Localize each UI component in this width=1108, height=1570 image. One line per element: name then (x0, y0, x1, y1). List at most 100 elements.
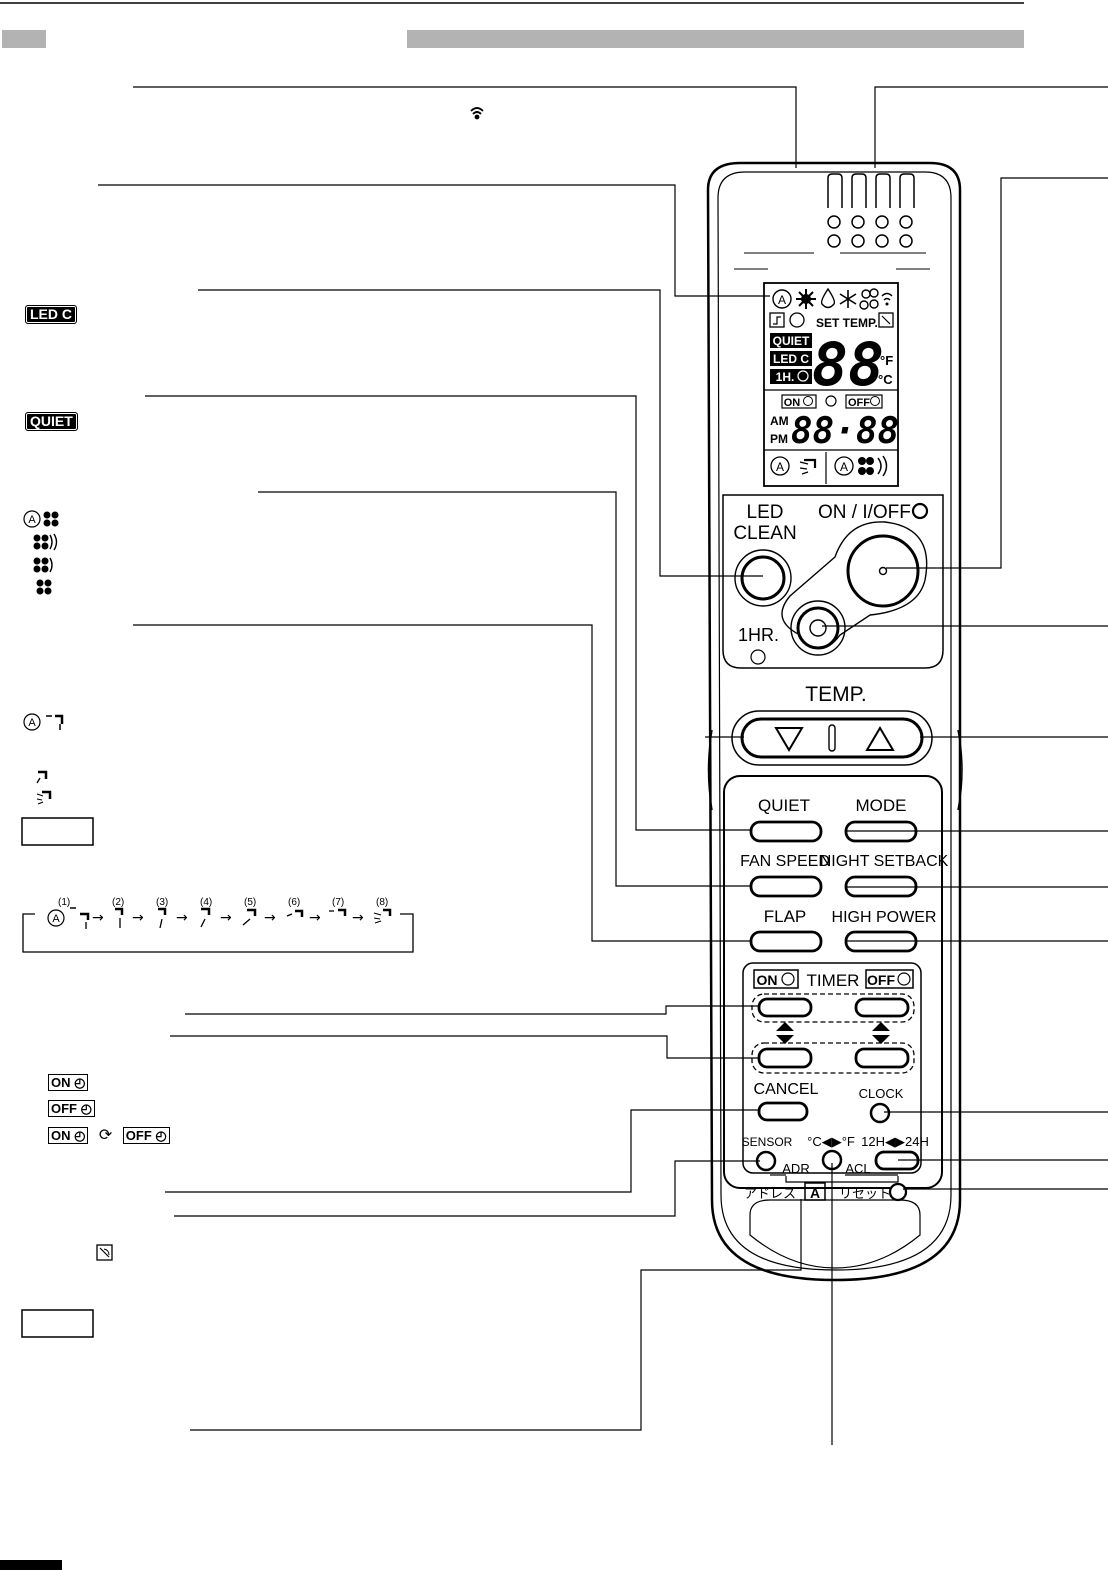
lcd-clock-digits: 88·88 (791, 411, 899, 452)
on-off-label: ON / I/OFF (818, 502, 911, 523)
svg-text:→: → (92, 910, 104, 926)
svg-text:→: → (176, 910, 188, 926)
note-box-2 (21, 1309, 94, 1338)
fan-speed-label: FAN SPEED (740, 853, 830, 870)
flap-seq-8: (8) (376, 897, 389, 908)
main-button-panel (723, 775, 943, 1189)
on-timer-up-arrow-icon (776, 1022, 794, 1031)
off-timer-legend-text-2: OFF (125, 1128, 152, 1143)
temp-label: TEMP. (805, 683, 866, 706)
address-switch[interactable] (804, 1182, 826, 1201)
off-timer-down-button[interactable] (854, 1047, 910, 1069)
lcd-flap-fan-icons: A A (770, 455, 888, 477)
temp-unit-label: °C◀▶°F (807, 1134, 855, 1149)
flap-seq-6: (6) (288, 897, 301, 908)
on-timer-up-button[interactable] (757, 997, 813, 1018)
section-marker (2, 30, 46, 48)
fan-speed-button[interactable] (749, 875, 823, 898)
on-off-button[interactable] (846, 534, 920, 608)
mode-label: MODE (856, 796, 907, 815)
lcd-display (763, 282, 899, 487)
signal-icon (470, 107, 484, 120)
header-bar (407, 30, 1024, 48)
lcd-quiet-badge-bg (770, 333, 812, 348)
one-hr-label: 1HR. (738, 625, 779, 645)
svg-text:A: A (28, 514, 36, 526)
lcd-pm: PM (770, 432, 788, 446)
lcd-on-timer: ON (784, 397, 801, 409)
flap-sequence-diagram: A →→→→ →→→ (22, 907, 414, 953)
one-hr-timer-button[interactable] (796, 606, 840, 650)
cancel-button[interactable] (757, 1101, 809, 1122)
off-timer-legend-text: OFF (51, 1101, 77, 1116)
lcd-unit-c: °C (878, 372, 893, 387)
on-timer-down-arrow-icon (776, 1035, 794, 1044)
off-timer-up-button[interactable] (854, 997, 910, 1018)
svg-text:A: A (840, 460, 848, 474)
led-clean-label-2: CLEAN (733, 523, 796, 544)
timer-on-label: ON (757, 972, 778, 988)
off-timer-legend: OFF ◴ (48, 1100, 95, 1118)
svg-text:A: A (776, 460, 784, 474)
flap-down-icon (36, 770, 48, 784)
page-number-bar (0, 1560, 62, 1570)
fan-speed-auto-icon: A (23, 510, 59, 528)
night-setback-label: NIGHT SETBACK (820, 853, 949, 870)
quiet-label: QUIET (758, 796, 810, 815)
off-timer-up-arrow-icon (872, 1022, 890, 1031)
led-c-badge: LED C (25, 305, 77, 324)
svg-text:→: → (132, 910, 144, 926)
ir-emitter (827, 173, 915, 248)
lcd-set-temp-label: SET TEMP. (816, 316, 878, 330)
timer-label: TIMER (807, 971, 860, 990)
clock-icon: ◴ (80, 1101, 92, 1116)
reset-jp-label: リセット (839, 1187, 891, 1202)
flap-button[interactable] (749, 930, 823, 953)
clock-button[interactable] (869, 1102, 891, 1124)
acl-label: ACL (845, 1161, 870, 1176)
led-clean-label-1: LED (747, 502, 784, 523)
lcd-cycle-timer-icon (825, 395, 837, 407)
cancel-label: CANCEL (754, 1081, 819, 1098)
svg-text:→: → (220, 910, 232, 926)
quiet-badge: QUIET (25, 412, 78, 431)
fan-speed-high-icon (33, 533, 58, 551)
svg-text:→: → (352, 910, 364, 926)
lcd-sleep-icons (769, 312, 894, 328)
adr-label: ADR (782, 1161, 809, 1176)
flap-seq-2: (2) (112, 897, 125, 908)
high-power-label: HIGH POWER (832, 909, 937, 926)
on-timer-down-button[interactable] (757, 1047, 813, 1069)
reset-button[interactable] (888, 1182, 908, 1202)
lcd-unit-f: °F (880, 353, 893, 368)
clock-icon (750, 649, 766, 665)
svg-text:A: A (778, 293, 786, 307)
led-clean-button[interactable] (740, 555, 786, 601)
temp-up-button[interactable] (865, 726, 895, 751)
note-box-1 (21, 817, 94, 846)
address-jp-label: アドレス (744, 1187, 796, 1202)
svg-text:→: → (264, 910, 276, 926)
lcd-am: AM (770, 414, 789, 428)
sensor-label: SENSOR (742, 1135, 793, 1149)
lcd-quiet-badge: QUIET (773, 334, 810, 348)
on-off-timer-legend: ON ◴ ⟳ OFF ◴ (48, 1125, 170, 1145)
svg-text:A: A (28, 717, 36, 729)
flap-seq-3: (3) (156, 897, 169, 908)
address-letter: A (810, 1185, 820, 1201)
on-timer-legend-text-2: ON (51, 1128, 71, 1143)
flap-swing-icon (36, 790, 52, 805)
clock-icon: ◴ (74, 1128, 86, 1143)
quiet-button[interactable] (749, 820, 823, 843)
timer-off-label: OFF (867, 972, 895, 988)
clock-icon: ◴ (155, 1128, 167, 1143)
on-timer-legend: ON ◴ (48, 1074, 89, 1092)
temp-down-button[interactable] (774, 727, 804, 752)
callout-lines (98, 86, 1108, 1445)
clock-label: CLOCK (859, 1086, 904, 1101)
flap-seq-4: (4) (200, 897, 213, 908)
upper-button-panel (722, 494, 944, 669)
operation-lamp-icon (911, 502, 929, 520)
hour-format-label: 12H◀▶24H (861, 1134, 929, 1149)
